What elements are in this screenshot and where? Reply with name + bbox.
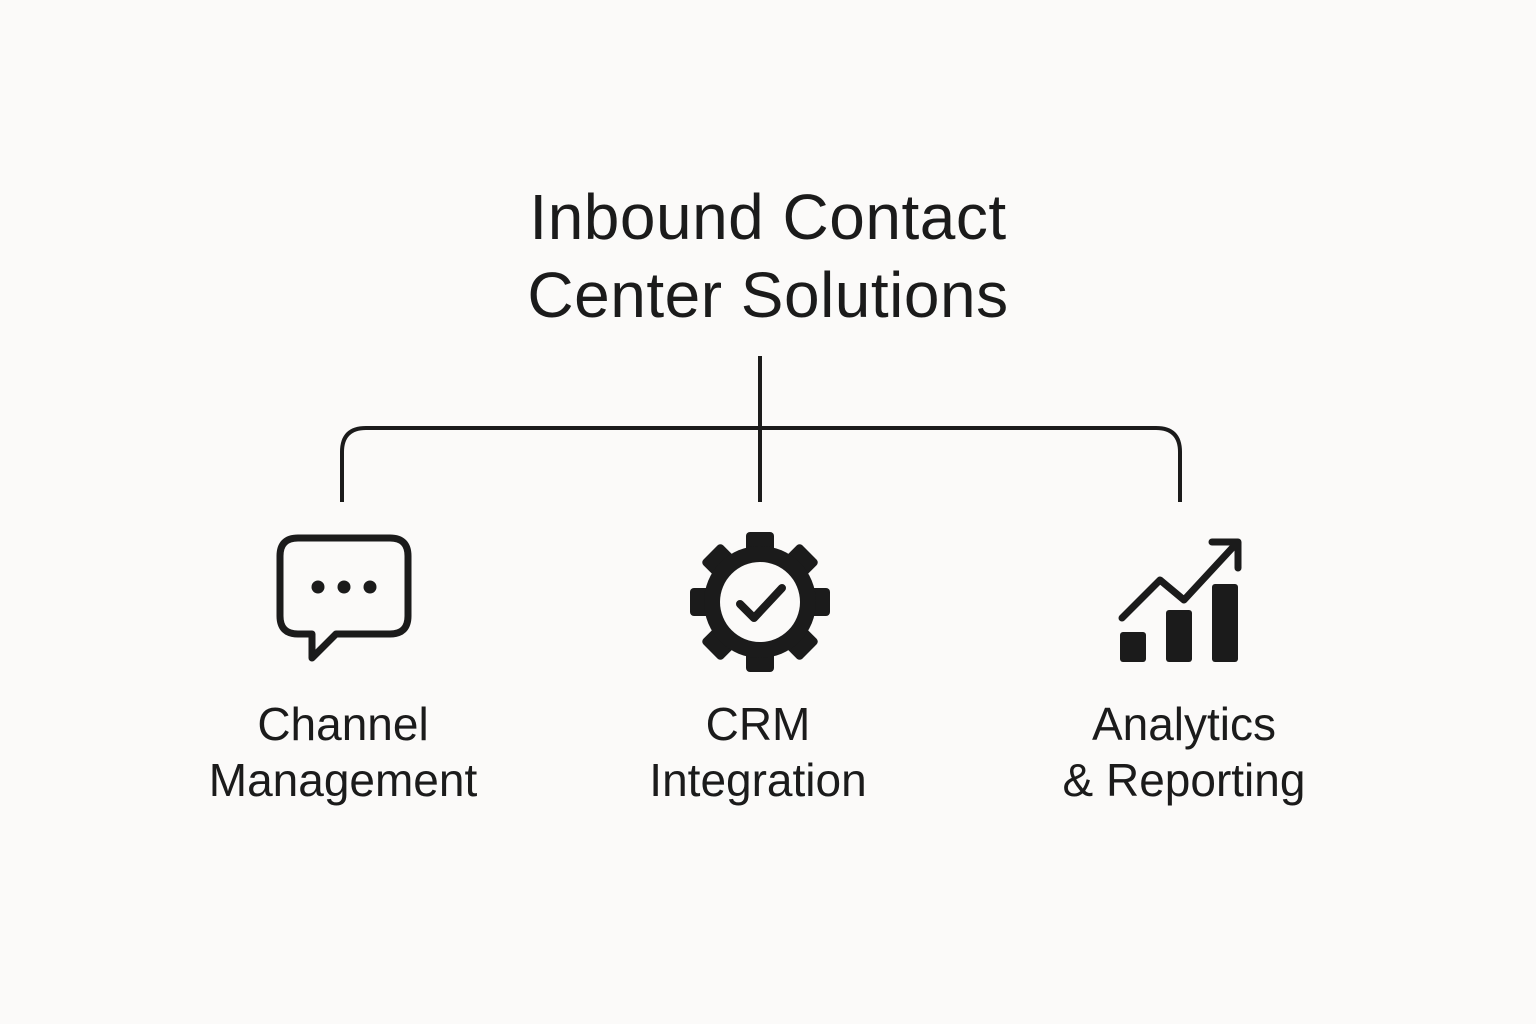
gear-check-icon xyxy=(690,532,830,672)
diagram-title-line-2: Center Solutions xyxy=(527,259,1009,331)
chat-bubble-icon xyxy=(276,534,412,662)
growth-chart-icon xyxy=(1118,538,1242,662)
node-label-channel-management: Channel Management xyxy=(208,698,478,806)
node-label-crm-integration: CRM Integration xyxy=(649,698,867,806)
connector-branch xyxy=(340,426,1182,502)
diagram-title: Inbound Contact Center Solutions xyxy=(0,178,1536,334)
diagram-title-line-1: Inbound Contact xyxy=(529,181,1007,253)
node-label-analytics-reporting: Analytics & Reporting xyxy=(1062,698,1306,806)
